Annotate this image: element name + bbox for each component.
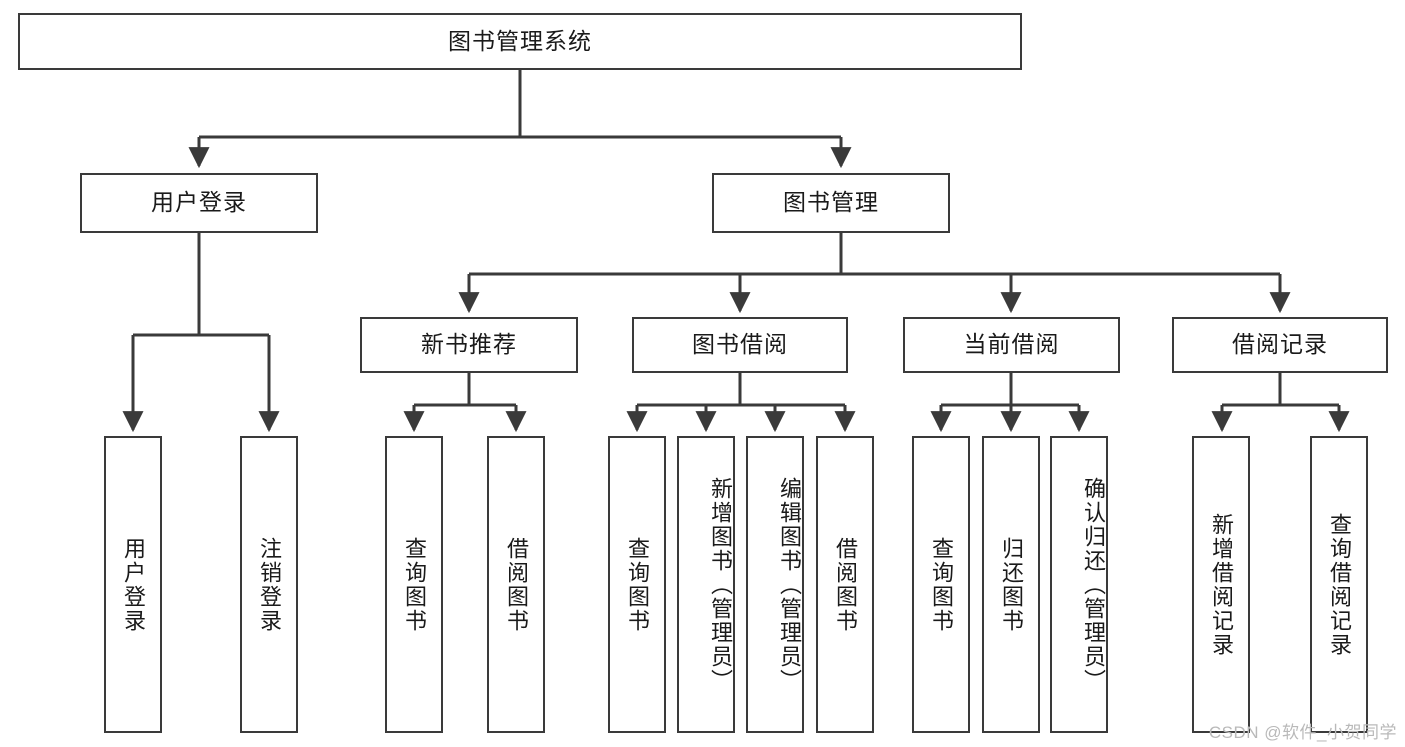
node-label: 查询图书 (928, 536, 954, 633)
node-label: 确认归还（管理员） (1081, 476, 1106, 693)
node-label: 查询图书 (624, 536, 650, 633)
leaf-borrow-book-recommendation[interactable]: 借阅图书 (487, 436, 545, 733)
node-user-login[interactable]: 用户登录 (80, 173, 318, 233)
node-label: 借阅记录 (1232, 331, 1328, 358)
leaf-add-borrow-record[interactable]: 新增借阅记录 (1192, 436, 1250, 733)
node-label: 图书管理系统 (448, 27, 592, 54)
node-label: 新增借阅记录 (1208, 512, 1234, 657)
node-label: 查询图书 (401, 536, 427, 633)
node-label: 用户登录 (120, 536, 146, 633)
leaf-borrow-book[interactable]: 借阅图书 (816, 436, 874, 733)
node-new-book-recommendation[interactable]: 新书推荐 (360, 317, 578, 373)
node-root-book-management-system[interactable]: 图书管理系统 (18, 13, 1022, 70)
csdn-watermark: CSDN @软件_小贺同学 (1208, 723, 1397, 742)
node-label: 图书借阅 (692, 331, 788, 358)
leaf-add-book-admin[interactable]: 新增图书（管理员） (677, 436, 735, 733)
node-label: 借阅图书 (503, 536, 529, 633)
node-label: 编辑图书（管理员） (777, 476, 802, 693)
leaf-query-borrow-record[interactable]: 查询借阅记录 (1310, 436, 1368, 733)
leaf-edit-book-admin[interactable]: 编辑图书（管理员） (746, 436, 804, 733)
leaf-logout-login[interactable]: 注销登录 (240, 436, 298, 733)
leaf-confirm-return-admin[interactable]: 确认归还（管理员） (1050, 436, 1108, 733)
node-book-borrow[interactable]: 图书借阅 (632, 317, 848, 373)
node-label: 查询借阅记录 (1326, 512, 1352, 657)
node-label: 归还图书 (998, 536, 1024, 633)
node-book-management[interactable]: 图书管理 (712, 173, 950, 233)
leaf-query-book-current[interactable]: 查询图书 (912, 436, 970, 733)
node-label: 新书推荐 (421, 331, 517, 358)
node-label: 当前借阅 (963, 331, 1060, 358)
node-label: 用户登录 (151, 189, 247, 216)
node-current-borrow[interactable]: 当前借阅 (903, 317, 1120, 373)
node-label: 图书管理 (783, 189, 879, 216)
leaf-query-book-recommendation[interactable]: 查询图书 (385, 436, 443, 733)
leaf-query-book-borrow[interactable]: 查询图书 (608, 436, 666, 733)
node-label: 借阅图书 (832, 536, 858, 633)
leaf-return-book[interactable]: 归还图书 (982, 436, 1040, 733)
node-borrow-records[interactable]: 借阅记录 (1172, 317, 1388, 373)
node-label: 新增图书（管理员） (708, 476, 733, 693)
node-label: 注销登录 (256, 536, 282, 633)
leaf-user-login[interactable]: 用户登录 (104, 436, 162, 733)
